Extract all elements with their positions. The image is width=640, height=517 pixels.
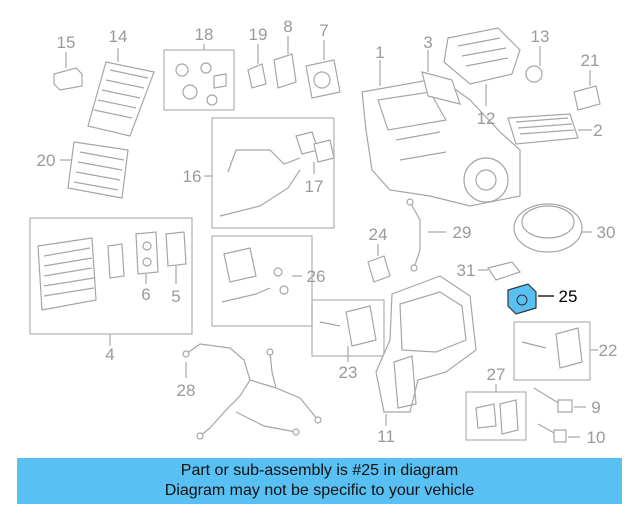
callout-24: 24 — [369, 225, 388, 244]
callout-1: 1 — [375, 43, 384, 62]
callout-31: 28 — [177, 381, 196, 400]
callout-4: 4 — [105, 345, 114, 364]
callout-12: 13 — [531, 27, 550, 46]
callout-26: 26 — [307, 267, 326, 286]
callout-23: 23 — [339, 363, 358, 382]
part-26 — [221, 247, 302, 303]
callout-22: 22 — [599, 341, 618, 360]
info-banner: Part or sub-assembly is #25 in diagram D… — [17, 458, 622, 504]
callout-29: 30 — [597, 223, 616, 242]
box-26 — [211, 235, 313, 327]
callout-20: 20 — [37, 151, 56, 170]
part-24 — [367, 244, 391, 283]
box-16-17 — [211, 117, 335, 229]
callout-5: 5 — [171, 287, 180, 306]
part-6 — [107, 231, 159, 284]
part-25 — [507, 283, 554, 315]
part-7 — [305, 40, 341, 99]
part-13 — [375, 275, 477, 426]
part-28 — [406, 198, 446, 272]
part-8 — [273, 36, 297, 89]
callout-13: 11 — [377, 427, 395, 446]
part-16 — [204, 149, 301, 217]
part-3 — [421, 50, 461, 105]
box-4-5-6 — [29, 217, 193, 335]
callout-18: 18 — [195, 25, 214, 44]
banner-line-1: Part or sub-assembly is #25 in diagram — [180, 462, 459, 479]
callout-3: 3 — [423, 33, 432, 52]
callout-16: 16 — [183, 167, 202, 186]
callout-9: 9 — [591, 398, 600, 417]
part-15 — [53, 52, 83, 91]
part-14 — [87, 48, 155, 137]
part-31 — [182, 343, 322, 440]
part-18 — [175, 44, 227, 106]
callout-27: 27 — [487, 365, 506, 384]
part-10 — [537, 423, 580, 443]
callout-2: 2 — [593, 121, 602, 140]
callout-21: 21 — [581, 51, 600, 70]
callout-25: 25 — [559, 287, 578, 306]
callout-30: 31 — [457, 261, 476, 280]
part-23 — [319, 305, 377, 362]
part-17 — [295, 131, 335, 174]
callout-8: 8 — [283, 17, 292, 36]
part-30 — [478, 261, 522, 281]
part-9 — [533, 387, 586, 413]
part-21 — [573, 70, 601, 111]
part-19 — [247, 44, 267, 89]
part-12 — [525, 46, 543, 83]
part-4 — [37, 237, 111, 346]
callout-15: 15 — [57, 33, 76, 52]
callout-19: 19 — [249, 25, 268, 44]
part-20 — [60, 141, 129, 199]
part-5 — [165, 231, 187, 284]
part-22 — [521, 327, 598, 369]
box-18 — [163, 49, 235, 111]
part-11 — [443, 27, 521, 106]
callout-14: 14 — [109, 27, 128, 46]
callout-7: 7 — [319, 21, 328, 40]
callout-10: 10 — [587, 428, 606, 447]
part-27 — [475, 384, 519, 435]
box-22 — [513, 321, 591, 381]
banner-line-2: Diagram may not be specific to your vehi… — [164, 482, 475, 499]
part-1 — [361, 60, 521, 207]
callout-11: 12 — [477, 109, 496, 128]
part-29 — [513, 203, 592, 253]
callout-17: 17 — [305, 177, 324, 196]
callout-28: 29 — [453, 223, 472, 242]
callout-6: 6 — [141, 285, 150, 304]
part-2 — [507, 113, 592, 145]
